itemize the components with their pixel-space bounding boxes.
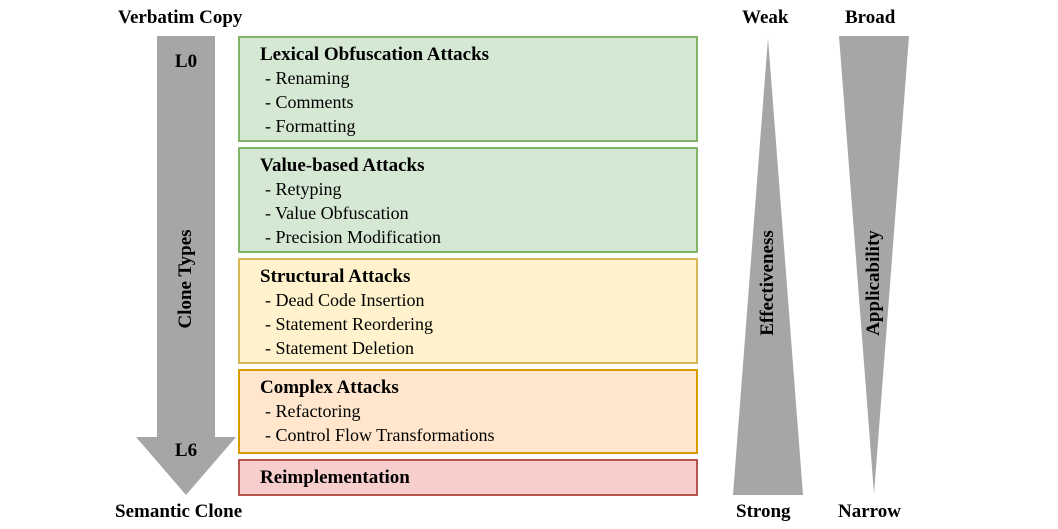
effectiveness-triangle (733, 38, 803, 495)
box-title: Structural Attacks (260, 266, 411, 287)
complex-box: Complex Attacks - Refactoring - Control … (238, 369, 698, 454)
box-item: - Retyping (265, 179, 342, 199)
applicability-broad-label: Broad (845, 7, 896, 28)
clone-types-arrow (136, 36, 236, 495)
effectiveness-label: Effectiveness (757, 230, 778, 336)
clone-types-label: Clone Types (175, 229, 196, 329)
box-item: - Statement Reordering (265, 314, 433, 334)
box-item: - Precision Modification (265, 227, 441, 247)
box-item: - Dead Code Insertion (265, 290, 425, 310)
box-item: - Renaming (265, 68, 350, 88)
applicability-narrow-label: Narrow (838, 501, 901, 522)
structural-box: Structural Attacks - Dead Code Insertion… (238, 258, 698, 364)
effectiveness-weak-label: Weak (742, 7, 789, 28)
box-title: Reimplementation (260, 467, 410, 488)
applicability-triangle (839, 36, 909, 494)
verbatim-copy-label: Verbatim Copy (118, 7, 243, 28)
applicability-label: Applicability (863, 230, 884, 336)
level-l0-label: L0 (174, 51, 198, 72)
box-title: Complex Attacks (260, 377, 399, 398)
box-item: - Statement Deletion (265, 338, 414, 358)
box-item: - Formatting (265, 116, 356, 136)
box-item: - Control Flow Transformations (265, 425, 495, 445)
box-item: - Refactoring (265, 401, 361, 421)
value-based-box: Value-based Attacks - Retyping - Value O… (238, 147, 698, 253)
box-title: Lexical Obfuscation Attacks (260, 44, 490, 65)
box-title: Value-based Attacks (260, 155, 425, 176)
level-l6-label: L6 (174, 440, 198, 461)
effectiveness-strong-label: Strong (736, 501, 791, 522)
lexical-obfuscation-box: Lexical Obfuscation Attacks - Renaming -… (238, 36, 698, 142)
box-item: - Value Obfuscation (265, 203, 409, 223)
reimplementation-box: Reimplementation (238, 459, 698, 496)
box-item: - Comments (265, 92, 354, 112)
semantic-clone-label: Semantic Clone (115, 501, 243, 522)
